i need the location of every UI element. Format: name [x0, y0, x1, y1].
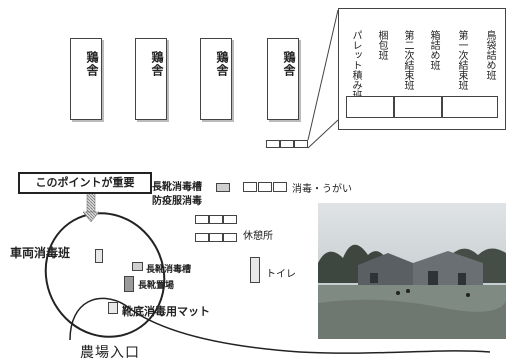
team-label: パレット積み班: [350, 30, 361, 100]
wash-box: [243, 182, 257, 192]
suit-disinfect-label: 防疫服消毒: [152, 196, 202, 207]
coop-label: 鶏舎: [150, 51, 164, 77]
vehicle-disinfect-team-label: 車両消毒班: [10, 246, 71, 260]
wash-box: [258, 182, 272, 192]
toilet-label: トイレ: [266, 269, 296, 280]
boot-bath-marker: [132, 262, 143, 271]
toilet-box: [250, 257, 260, 283]
boot-bath-label: 長靴消毒槽: [146, 265, 192, 275]
team-label: 梱包班: [376, 30, 387, 60]
vehicle-marker: [95, 249, 103, 263]
rest-area-label: 休憩所: [243, 231, 273, 242]
station-box: [280, 140, 294, 148]
boot-storage-marker: [124, 276, 134, 292]
rest-box: [209, 233, 223, 242]
chicken-coop-4: 鶏舎: [267, 38, 299, 120]
coop-label: 鶏舎: [282, 51, 296, 77]
coop-label: 鶏舎: [85, 51, 99, 77]
sole-mat-label: 靴底消毒用マット: [122, 305, 210, 318]
mat-marker: [108, 302, 118, 314]
team-label: 第一次結束班: [456, 30, 467, 90]
boot-bath-label-top: 長靴消毒槽: [152, 182, 202, 193]
panel-box: [394, 96, 442, 118]
chicken-coop-1: 鶏舎: [70, 38, 102, 120]
boot-storage-label: 長靴置場: [138, 281, 175, 291]
rest-box: [195, 215, 209, 224]
station-box: [266, 140, 280, 148]
farm-entrance-label: 農場入口: [80, 345, 140, 361]
boot-bath-marker: [216, 183, 230, 192]
panel-box: [346, 96, 394, 118]
team-label: 鳥袋詰め班: [484, 30, 495, 80]
rest-box: [209, 215, 223, 224]
panel-box: [442, 96, 498, 118]
station-box: [294, 140, 308, 148]
team-label: 第二次結束班: [402, 30, 413, 90]
important-point-callout: このポイントが重要: [18, 172, 152, 194]
rest-box: [223, 233, 237, 242]
rest-box: [195, 233, 209, 242]
team-label: 箱詰め班: [428, 30, 439, 70]
chicken-coop-2: 鶏舎: [135, 38, 167, 120]
farm-site-photo: [318, 203, 506, 339]
coop-label: 鶏舎: [215, 51, 229, 77]
rest-box: [223, 215, 237, 224]
wash-label: 消毒・うがい: [292, 184, 352, 195]
chicken-coop-3: 鶏舎: [200, 38, 232, 120]
wash-box: [273, 182, 287, 192]
